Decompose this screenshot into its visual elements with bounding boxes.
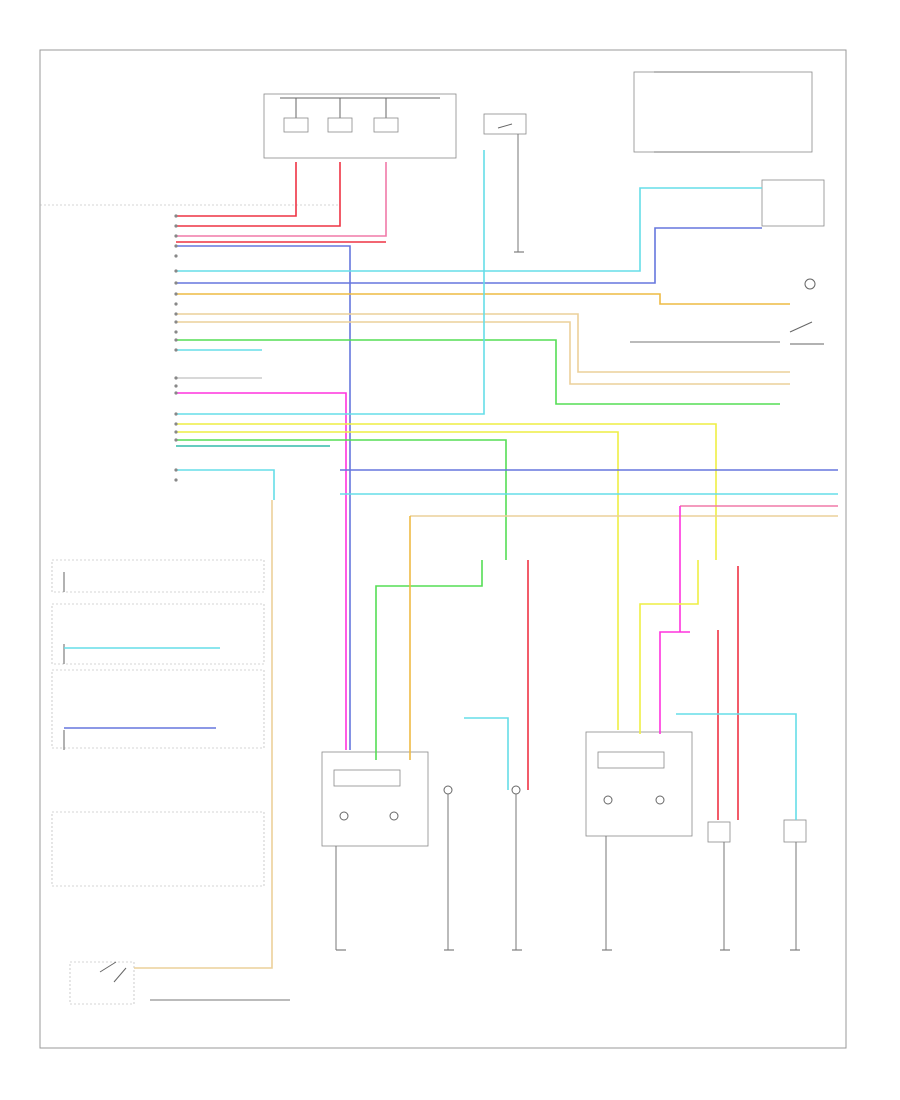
backup-lamp-switch bbox=[483, 113, 527, 135]
wire-magenta-13 bbox=[176, 392, 347, 750]
module-pin bbox=[174, 422, 178, 426]
module-pin bbox=[174, 292, 178, 296]
module-pin bbox=[174, 312, 178, 316]
wire-cyan-19 bbox=[176, 469, 275, 500]
left-rear-lamp-assembly bbox=[585, 731, 807, 843]
wire-tan-8 bbox=[176, 313, 790, 373]
module-pin bbox=[174, 254, 178, 258]
wire-cyan-5 bbox=[176, 187, 762, 272]
wire-yellow-29 bbox=[639, 560, 699, 734]
wire-green-10 bbox=[176, 339, 780, 405]
wire-green-25 bbox=[375, 560, 483, 760]
module-pin bbox=[174, 214, 178, 218]
module-pin bbox=[174, 224, 178, 228]
module-pin bbox=[174, 468, 178, 472]
stop-lamp-switch bbox=[789, 278, 824, 345]
wire-red-0 bbox=[176, 162, 297, 217]
wire-orange-7 bbox=[176, 293, 790, 305]
module-pin bbox=[174, 320, 178, 324]
wire-blue-6 bbox=[176, 227, 762, 284]
wire-red-31 bbox=[717, 566, 739, 820]
wire-tan-35 bbox=[134, 500, 273, 969]
module-pin bbox=[174, 269, 178, 273]
module-pin bbox=[174, 330, 178, 334]
module-pin bbox=[174, 244, 178, 248]
module-pin bbox=[174, 384, 178, 388]
module-pin bbox=[174, 376, 178, 380]
wire-tan-9 bbox=[176, 321, 790, 385]
right-rear-lamp-assembly bbox=[321, 751, 521, 847]
module-pin bbox=[174, 438, 178, 442]
module-pin bbox=[174, 338, 178, 342]
left-sub-modules bbox=[51, 559, 265, 887]
wire-cyan-28 bbox=[464, 717, 509, 790]
wire-yellow-16 bbox=[176, 431, 619, 730]
ground-symbols bbox=[336, 251, 800, 951]
diagram-frame bbox=[39, 49, 847, 1049]
turn-signal-module bbox=[633, 71, 825, 227]
fuse-relay-block bbox=[263, 93, 457, 159]
wire-pink-2 bbox=[176, 162, 387, 237]
wire-green-17 bbox=[176, 439, 507, 560]
wire-layer bbox=[64, 71, 838, 1001]
wire-yellow-15 bbox=[176, 423, 717, 560]
wire-cyan-14 bbox=[176, 150, 485, 415]
module-pin bbox=[174, 302, 178, 306]
wire-blue-4 bbox=[176, 245, 351, 750]
module-pin bbox=[174, 412, 178, 416]
module-pin bbox=[174, 430, 178, 434]
module-pin bbox=[174, 234, 178, 238]
module-pin bbox=[174, 281, 178, 285]
wire-red-1 bbox=[176, 162, 341, 227]
wire-cyan-32 bbox=[676, 713, 797, 820]
module-pin bbox=[174, 478, 178, 482]
headlamp-switch bbox=[69, 961, 135, 1005]
wire-magenta-30 bbox=[659, 631, 690, 734]
module-pin-layer bbox=[174, 214, 178, 482]
module-pin bbox=[174, 348, 178, 352]
module-pin bbox=[174, 391, 178, 395]
